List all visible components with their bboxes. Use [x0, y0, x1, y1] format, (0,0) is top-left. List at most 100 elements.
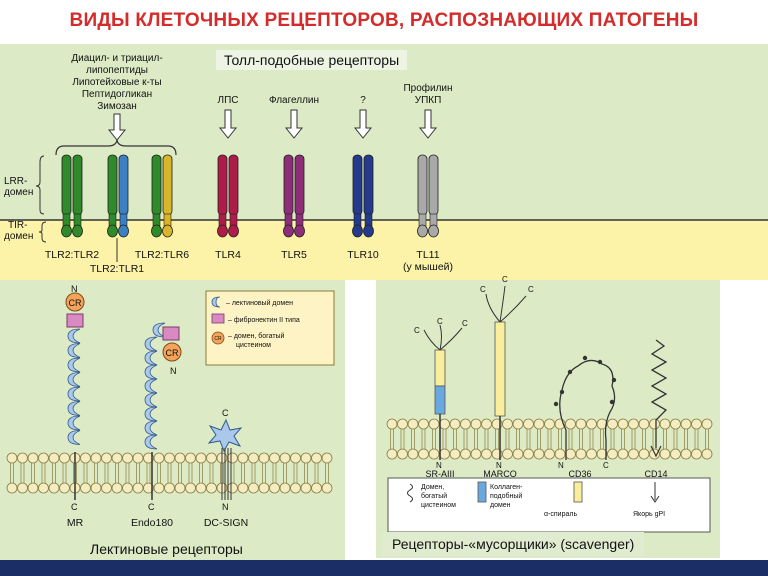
cd14-gpi-anchor	[650, 445, 662, 458]
marco-c1: C	[480, 285, 486, 294]
ligand-tlr2-line3: Липотейховые к-ты	[72, 77, 161, 88]
lectin-caption: Лектиновые рецепторы	[90, 541, 243, 557]
label-tlr5: TLR5	[281, 249, 307, 261]
endo180-lectin-domains	[144, 322, 166, 450]
cd14-receptor: CD14	[644, 339, 668, 479]
label-tlr2-tlr6: TLR2:TLR6	[135, 249, 189, 261]
gpi-anchor-icon	[650, 482, 660, 503]
cysteine-rich-icon	[407, 483, 413, 503]
scav-legend-item2-line1: Коллаген-	[490, 484, 523, 491]
label-mr: MR	[67, 517, 84, 529]
marco-helix	[494, 321, 506, 417]
sr-aiii-c2: C	[437, 317, 443, 326]
endo180-cr-label: CR	[166, 348, 179, 358]
tir-label-line1: TIR-	[8, 220, 27, 231]
endo180-n-terminal: N	[170, 366, 177, 376]
lectin-legend: – лектиновый домен – фибронектин II типа…	[205, 290, 335, 366]
label-tlr2-tlr2: TLR2:TLR2	[45, 249, 99, 261]
marco-coils	[485, 285, 527, 323]
arrow-tlr2-icon	[107, 113, 127, 141]
receptor-tlr2-tlr2	[61, 154, 83, 238]
label-cd14: CD14	[644, 469, 667, 479]
cd36-glycans	[553, 355, 617, 407]
ligand-tlr11-line2: УПКП	[415, 95, 442, 106]
label-endo180: Endo180	[131, 517, 173, 529]
receptor-tlr10	[352, 154, 374, 238]
lrr-label-line1: LRR-	[4, 176, 27, 187]
sr-aiii-receptor: C C C N SR-AIII	[414, 317, 468, 479]
mr-c-terminal: C	[71, 502, 78, 512]
collagen-icon	[477, 481, 487, 503]
marco-receptor: C C C N MARCO	[480, 275, 534, 479]
label-marco: MARCO	[483, 469, 517, 479]
label-tlr11-line2: (у мышей)	[403, 261, 453, 273]
sr-aiii-c3: C	[462, 319, 468, 328]
toll-caption: Толл-подобные рецепторы	[216, 50, 408, 70]
mr-lectin-domains	[67, 328, 81, 445]
fibronectin-icon	[211, 313, 225, 324]
lectin-domain-icon	[211, 296, 221, 308]
sr-aiii-n: N	[436, 461, 442, 470]
arrow-tlr11-icon	[418, 109, 438, 139]
bottom-bar	[0, 560, 768, 576]
alpha-helix-icon	[573, 481, 583, 503]
endo180-fibronectin-domain	[162, 326, 180, 341]
ligand-tlr2-text: Диацил- и триацил- липопептиды Липотейхо…	[71, 53, 162, 112]
cr-domain-icon-label: CR	[214, 336, 222, 342]
scav-legend-item2-line2: подобный	[490, 492, 522, 500]
dcsign-stalk	[221, 448, 232, 500]
receptor-tlr5	[283, 154, 305, 238]
label-dcsign: DC-SIGN	[204, 517, 248, 529]
cr-domain-icon	[211, 331, 225, 345]
sr-aiii-helix	[434, 349, 446, 387]
label-cd36: CD36	[568, 469, 591, 479]
ligand-tlr10-text: ?	[360, 95, 366, 106]
sr-aiii-c1: C	[414, 326, 420, 335]
tir-brace	[38, 221, 47, 243]
ligand-tlr2-line1: Диацил- и триацил-	[71, 53, 162, 64]
sr-aiii-collagen	[434, 385, 446, 415]
cd14-helix	[650, 339, 668, 448]
cd36-receptor: N C CD36	[553, 355, 617, 479]
lectin-legend-box	[205, 290, 335, 366]
slide-title: ВИДЫ КЛЕТОЧНЫХ РЕЦЕПТОРОВ, РАСПОЗНАЮЩИХ …	[69, 10, 699, 31]
arrow-tlr5-icon	[284, 109, 304, 139]
mr-n-terminal: N	[71, 284, 78, 294]
lectin-legend-item2: – фибронектин II типа	[228, 316, 300, 324]
scavenger-legend-box	[387, 477, 711, 533]
cd36-n: N	[558, 461, 564, 470]
ligand-tlr5-text: Флагеллин	[269, 95, 319, 106]
marco-n: N	[496, 461, 502, 470]
arrow-tlr10-icon	[353, 109, 373, 139]
label-tlr2-tlr1: TLR2:TLR1	[90, 263, 144, 275]
scav-legend-item1-line2: богатый	[421, 492, 447, 500]
label-tlr10: TLR10	[347, 249, 379, 261]
marco-c2: C	[502, 275, 508, 284]
receptor-tlr4	[217, 154, 239, 238]
lrr-label-line2: домен	[4, 187, 33, 198]
lectin-legend-item3: – домен, богатый	[228, 332, 285, 340]
endo180-c-terminal: C	[148, 502, 155, 512]
ligand-tlr4-text: ЛПС	[218, 95, 239, 106]
marco-c3: C	[528, 285, 534, 294]
lrr-brace	[35, 155, 45, 215]
ligand-tlr2-line2: липопептиды	[86, 65, 148, 76]
ligand-tlr11-line1: Профилин	[403, 82, 452, 94]
cd36-loop	[559, 359, 616, 460]
label-tlr11-line1: TL11	[416, 249, 439, 261]
scavenger-caption: Рецепторы-«мусорщики» (scavenger)	[382, 532, 645, 556]
label-sr-aiii: SR-AIII	[425, 469, 454, 479]
scavenger-legend: Домен, богатый цистеином Коллаген- подоб…	[387, 477, 711, 533]
receptor-tlr2-tlr1	[107, 154, 129, 238]
dcsign-n-terminal: N	[222, 502, 229, 512]
scav-legend-item1-line3: цистеином	[421, 502, 456, 509]
toll-receptors	[61, 154, 439, 238]
scav-legend-item3: α-спираль	[544, 511, 577, 518]
dcsign-lectin-cluster	[207, 418, 243, 453]
ligand-tlr2-line4: Пептидогликан	[82, 89, 152, 100]
tir-label-line2: домен	[4, 231, 33, 242]
mr-cr-domain	[65, 292, 85, 312]
lectin-legend-item1: – лектиновый домен	[226, 299, 293, 307]
mr-cr-label: CR	[69, 298, 82, 308]
